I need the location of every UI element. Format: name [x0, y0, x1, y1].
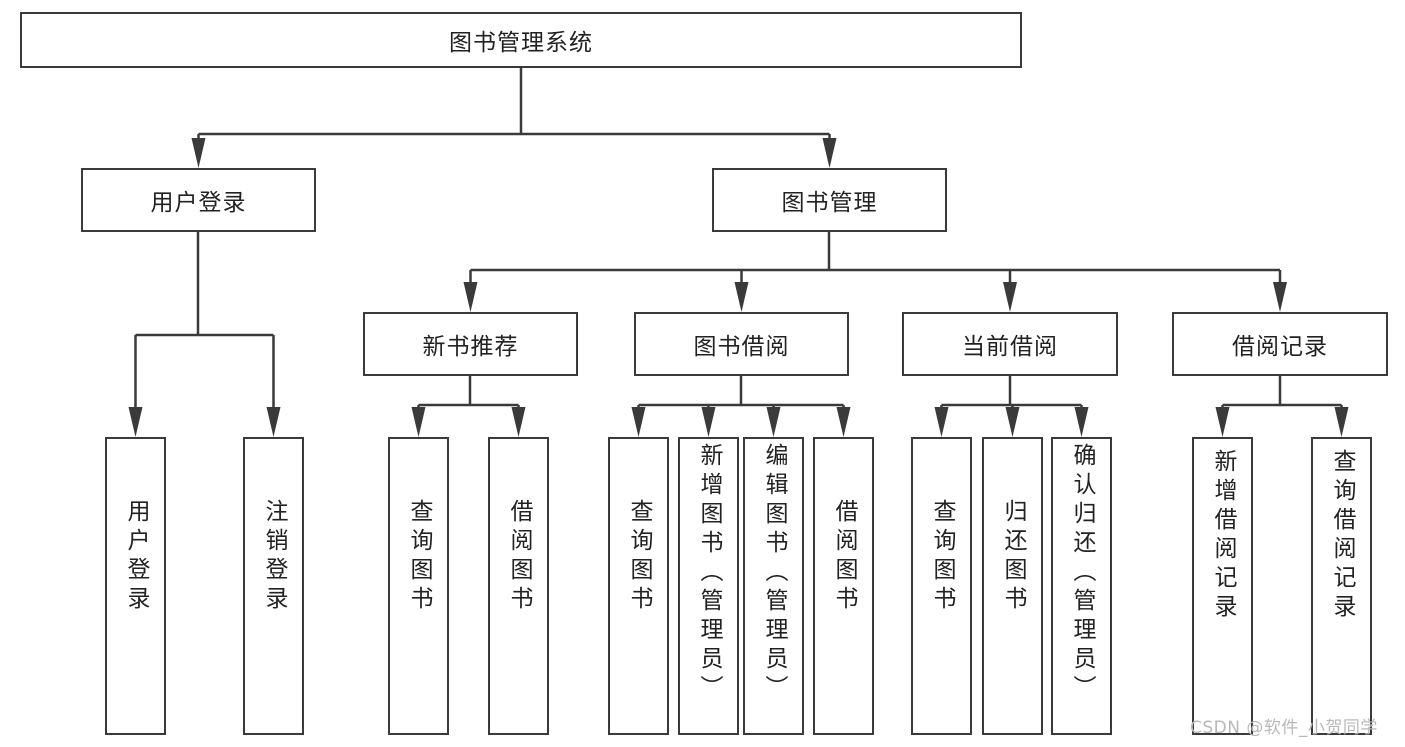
node-label: 当前借阅	[962, 334, 1058, 360]
node-root[interactable]: 图书管理系统	[20, 12, 1022, 68]
node-leaf-return-book[interactable]: 归还图书	[982, 437, 1043, 735]
arrow-head	[128, 407, 143, 437]
arrow-head	[511, 407, 526, 437]
node-book-borrow[interactable]: 图书借阅	[634, 312, 849, 376]
arrow-head	[463, 282, 478, 312]
node-leaf-edit-book[interactable]: 编辑图书（管理员）	[743, 437, 804, 735]
node-leaf-add-record[interactable]: 新增借阅记录	[1192, 437, 1253, 735]
arrow-head	[934, 407, 949, 437]
node-current-borrow[interactable]: 当前借阅	[902, 312, 1118, 376]
node-leaf-borrow-book[interactable]: 借阅图书	[813, 437, 874, 735]
node-label: 查询图书	[929, 499, 955, 615]
node-label: 注销登录	[261, 499, 287, 615]
arrow-head	[631, 407, 646, 437]
arrow-head	[1273, 282, 1287, 312]
arrow-head	[766, 407, 781, 437]
node-book-manage[interactable]: 图书管理	[712, 168, 947, 232]
node-label: 用户登录	[150, 190, 247, 216]
node-leaf-confirm-return[interactable]: 确认归还（管理员）	[1051, 437, 1112, 735]
arrow-head	[1074, 407, 1089, 437]
node-label: 归还图书	[1000, 499, 1026, 615]
node-label: 编辑图书（管理员）	[761, 443, 787, 704]
node-user-login[interactable]: 用户登录	[81, 168, 316, 232]
node-leaf-add-book[interactable]: 新增图书（管理员）	[678, 437, 739, 735]
arrow-head	[191, 138, 206, 168]
node-label: 新增图书（管理员）	[696, 443, 722, 704]
node-label: 新书推荐	[422, 334, 519, 360]
node-leaf-query-book-cur[interactable]: 查询图书	[911, 437, 972, 735]
arrow-head	[1005, 407, 1020, 437]
node-leaf-query-book-rec[interactable]: 查询图书	[388, 437, 449, 735]
node-leaf-query-book[interactable]: 查询图书	[608, 437, 669, 735]
node-label: 查询图书	[626, 499, 652, 615]
arrow-head	[701, 407, 716, 437]
node-label: 查询借阅记录	[1329, 449, 1355, 623]
node-label: 图书借阅	[693, 334, 790, 360]
node-label: 借阅图书	[506, 499, 532, 615]
arrow-head	[266, 407, 281, 437]
node-new-book-rec[interactable]: 新书推荐	[363, 312, 578, 376]
arrow-head	[836, 407, 851, 437]
node-label: 图书管理系统	[449, 30, 593, 56]
arrow-head	[822, 138, 837, 168]
node-label: 新增借阅记录	[1210, 449, 1236, 623]
node-label: 借阅记录	[1232, 334, 1328, 360]
node-leaf-user-login[interactable]: 用户登录	[105, 437, 166, 735]
arrow-head	[1003, 282, 1017, 312]
arrow-head	[1215, 407, 1230, 437]
node-borrow-record[interactable]: 借阅记录	[1172, 312, 1388, 376]
node-label: 用户登录	[123, 499, 149, 615]
node-leaf-query-record[interactable]: 查询借阅记录	[1311, 437, 1372, 735]
node-label: 确认归还（管理员）	[1069, 443, 1095, 704]
node-leaf-logout[interactable]: 注销登录	[243, 437, 304, 735]
arrow-head	[411, 407, 426, 437]
node-leaf-borrow-book-rec[interactable]: 借阅图书	[488, 437, 549, 735]
arrow-head	[734, 282, 749, 312]
node-label: 图书管理	[781, 190, 878, 216]
node-label: 借阅图书	[831, 499, 857, 615]
node-label: 查询图书	[406, 499, 432, 615]
arrow-head	[1334, 407, 1349, 437]
